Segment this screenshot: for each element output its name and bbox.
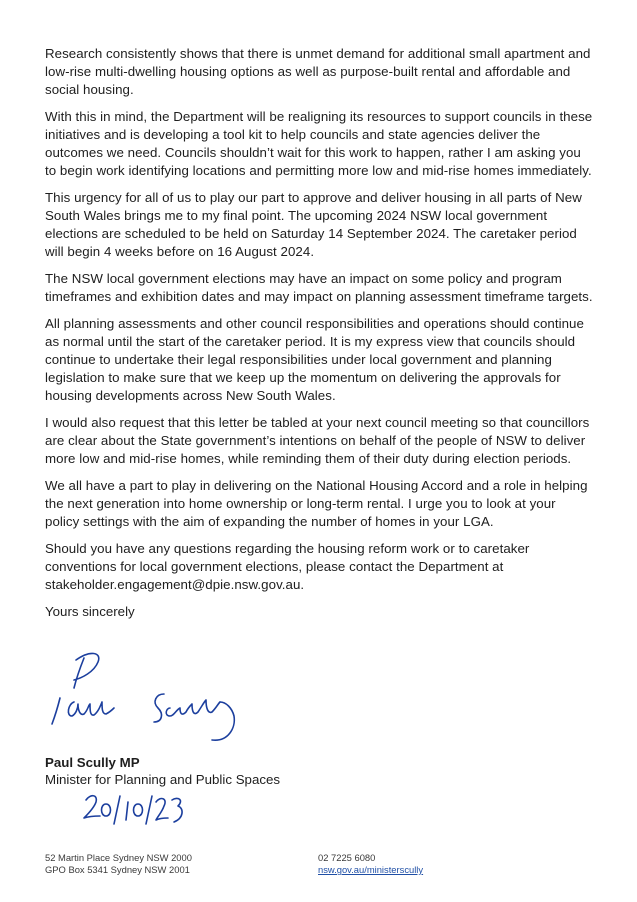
signer-name: Paul Scully MP [45,755,140,770]
closing-salutation: Yours sincerely [45,604,135,619]
signer-title: Minister for Planning and Public Spaces [45,772,281,787]
paragraph-table-letter: I would also request that this letter be… [45,415,590,466]
handwritten-date [83,794,183,825]
letter-body: Research consistently shows that there i… [45,45,593,621]
phone-number: 02 7225 6080 [318,852,376,863]
footer-contact: 02 7225 6080 nsw.gov.au/ministerscully [318,852,423,876]
paragraph-planning-continue: All planning assessments and other counc… [45,316,584,403]
paragraph-research: Research consistently shows that there i… [45,46,591,97]
paragraph-housing-accord: We all have a part to play in delivering… [45,478,588,529]
paragraph-elections-dates: This urgency for all of us to play our p… [45,190,582,259]
paragraph-contact: Should you have any questions regarding … [45,541,530,592]
paragraph-department-toolkit: With this in mind, the Department will b… [45,109,593,178]
address-line-1: 52 Martin Place Sydney NSW 2000 [45,852,192,863]
footer-address: 52 Martin Place Sydney NSW 2000 GPO Box … [45,852,192,876]
address-line-2: GPO Box 5341 Sydney NSW 2001 [45,864,190,875]
paragraph-election-impact: The NSW local government elections may h… [45,271,593,304]
website-link[interactable]: nsw.gov.au/ministerscully [318,864,424,875]
handwritten-signature [51,652,236,741]
